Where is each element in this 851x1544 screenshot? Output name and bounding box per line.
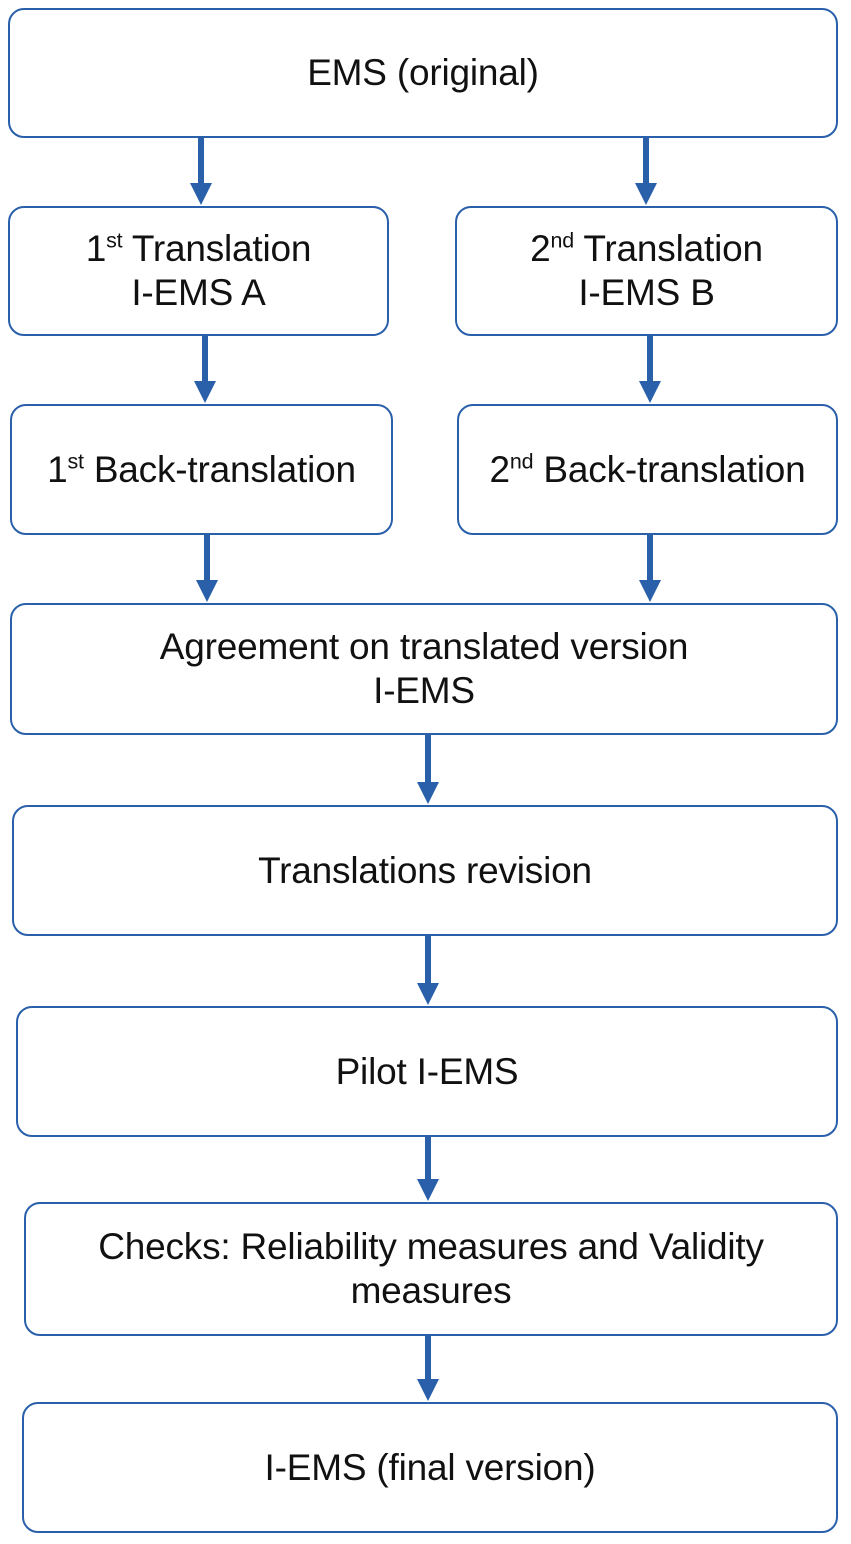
- node-back-translation-1-label: 1st Back-translation: [47, 448, 356, 490]
- ordinal-suffix: nd: [509, 449, 534, 474]
- node-translation-1: 1st Translation I-EMS A: [8, 206, 389, 336]
- node-translation-1-label: 1st Translation I-EMS A: [22, 227, 375, 314]
- arrow-pilot-to-checks: [413, 1137, 443, 1202]
- arrow-translation-2-to-back-translation-2: [635, 336, 665, 404]
- arrow-ems-to-translation-2: [631, 138, 661, 206]
- node-ems-original-label: EMS (original): [307, 52, 539, 94]
- arrow-checks-to-final: [413, 1336, 443, 1402]
- arrow-ems-to-translation-1: [186, 138, 216, 206]
- node-translations-revision: Translations revision: [12, 805, 838, 936]
- node-pilot: Pilot I-EMS: [16, 1006, 838, 1137]
- node-translation-2-line2: I-EMS B: [578, 272, 715, 313]
- ordinal-suffix: st: [106, 229, 123, 254]
- node-checks: Checks: Reliability measures and Validit…: [24, 1202, 838, 1336]
- node-agreement-line2: I-EMS: [373, 670, 475, 711]
- arrow-agreement-to-translations-revision: [413, 735, 443, 805]
- node-back-translation-2: 2nd Back-translation: [457, 404, 838, 535]
- arrow-back-translation-2-to-agreement: [635, 535, 665, 603]
- node-agreement: Agreement on translated version I-EMS: [10, 603, 838, 735]
- node-agreement-line1: Agreement on translated version: [159, 626, 689, 668]
- arrow-back-translation-1-to-agreement: [192, 535, 222, 603]
- node-translation-1-line2: I-EMS A: [131, 272, 266, 313]
- node-translation-2-label: 2nd Translation I-EMS B: [469, 227, 824, 314]
- node-translation-2: 2nd Translation I-EMS B: [455, 206, 838, 336]
- node-agreement-label: Agreement on translated version I-EMS: [24, 625, 824, 712]
- node-final-label: I-EMS (final version): [264, 1446, 596, 1488]
- ordinal-suffix: nd: [550, 229, 575, 254]
- node-back-translation-1: 1st Back-translation: [10, 404, 393, 535]
- ordinal-suffix: st: [67, 449, 84, 474]
- node-checks-label: Checks: Reliability measures and Validit…: [98, 1226, 764, 1311]
- node-translations-revision-label: Translations revision: [258, 849, 592, 891]
- arrow-translation-1-to-back-translation-1: [190, 336, 220, 404]
- node-translation-1-line1: 1st Translation: [85, 228, 312, 270]
- arrow-translations-revision-to-pilot: [413, 936, 443, 1006]
- node-pilot-label: Pilot I-EMS: [335, 1050, 519, 1092]
- node-back-translation-2-label: 2nd Back-translation: [489, 448, 806, 490]
- node-ems-original: EMS (original): [8, 8, 838, 138]
- node-final: I-EMS (final version): [22, 1402, 838, 1533]
- node-translation-2-line1: 2nd Translation: [530, 228, 763, 270]
